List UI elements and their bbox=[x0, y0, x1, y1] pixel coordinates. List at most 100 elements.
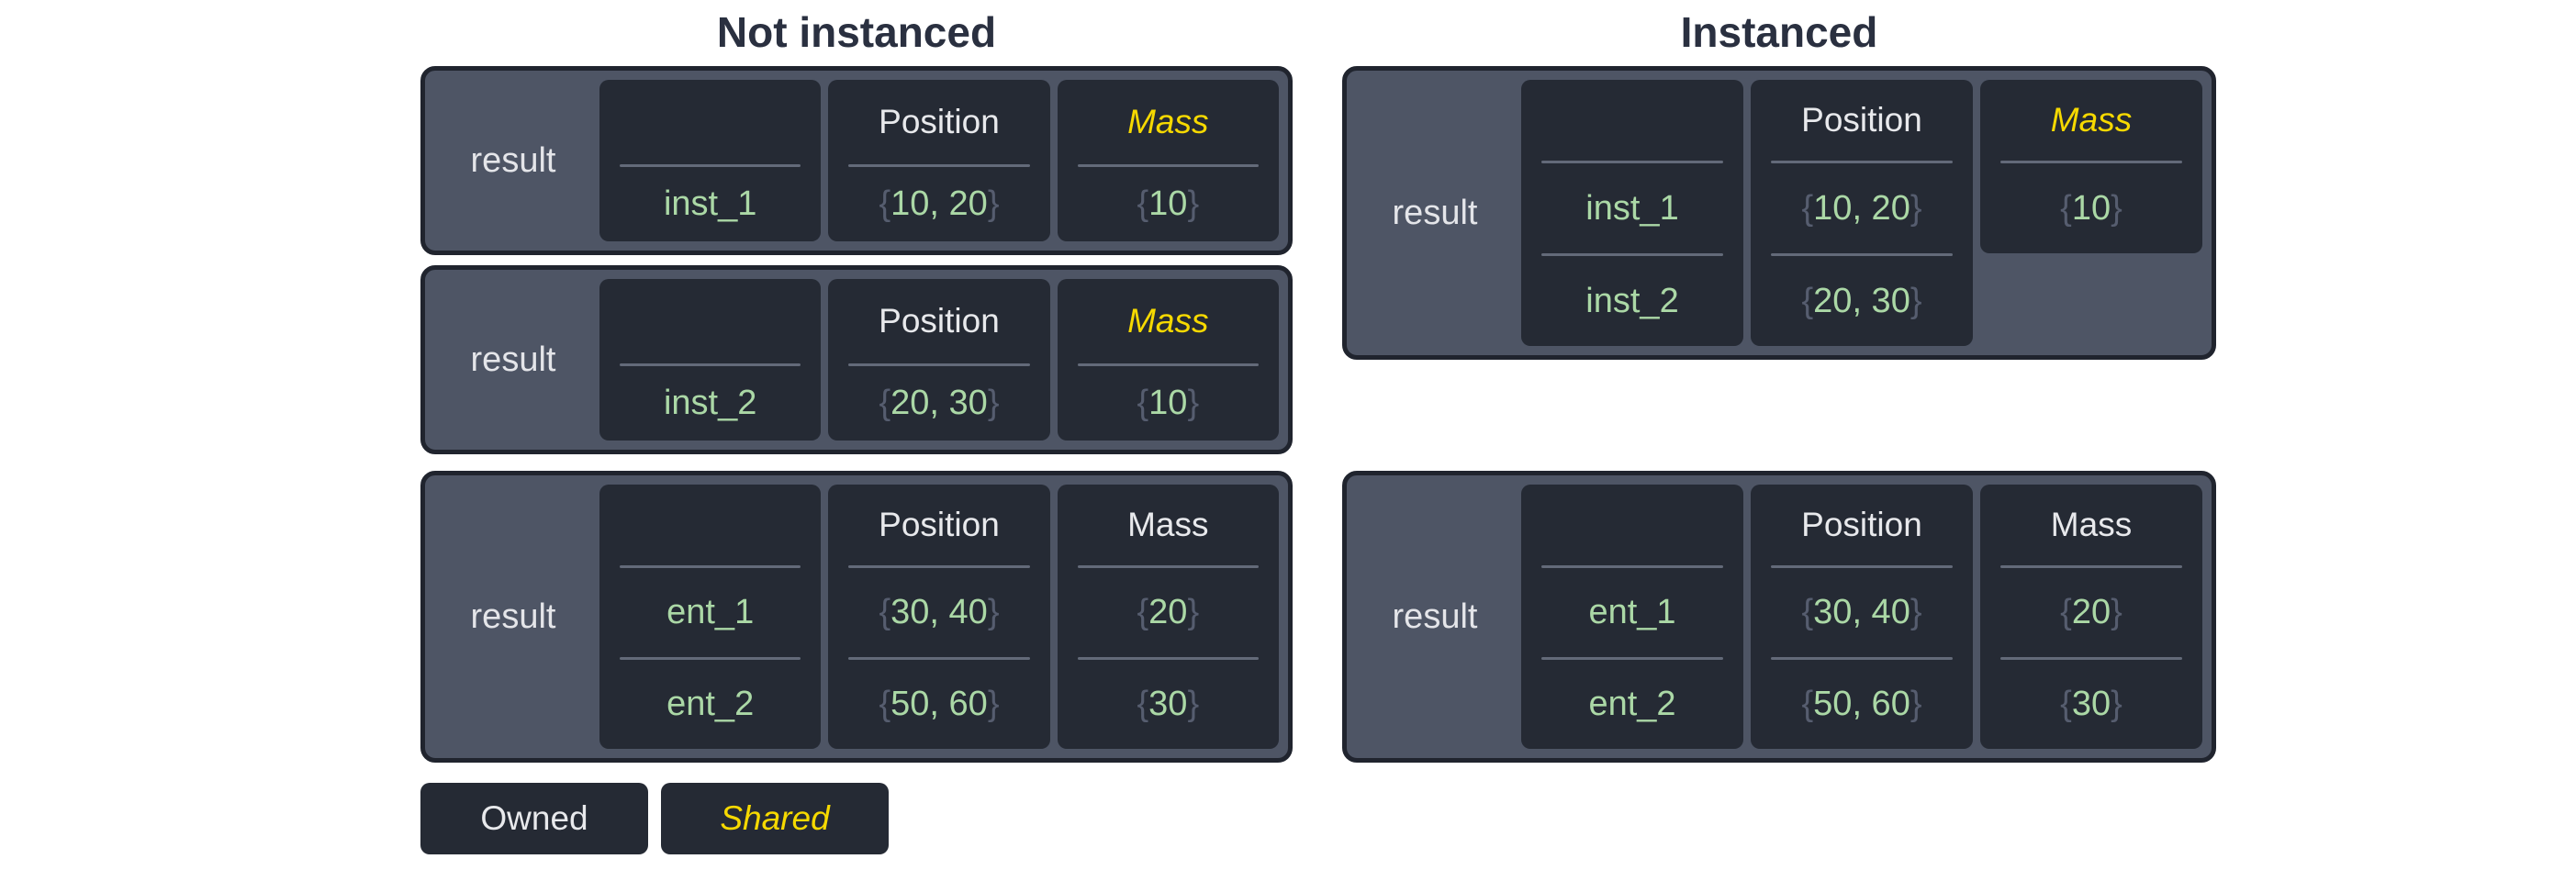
position-numbers: 20, 30 bbox=[890, 384, 988, 422]
entity-column-blank-header bbox=[1521, 485, 1743, 565]
position-value: {20, 30} bbox=[828, 366, 1049, 441]
open-brace: { bbox=[1801, 188, 1814, 228]
position-value: {10, 20} bbox=[828, 167, 1049, 241]
close-brace: } bbox=[987, 685, 1000, 723]
open-brace: { bbox=[879, 593, 891, 631]
header-divider bbox=[848, 565, 1030, 568]
close-brace: } bbox=[987, 384, 1000, 422]
header-divider bbox=[620, 565, 801, 568]
header-divider bbox=[2000, 161, 2182, 163]
legend-shared-label: Shared bbox=[720, 799, 830, 837]
entity-column-blank-header bbox=[1521, 80, 1743, 161]
mass-number: 20 bbox=[1148, 593, 1188, 631]
position-numbers: 10, 20 bbox=[890, 184, 988, 223]
header-divider bbox=[1077, 164, 1259, 167]
header-divider bbox=[1771, 161, 1953, 163]
mass-column-shared: Mass {10} bbox=[1980, 80, 2202, 253]
row-divider bbox=[1541, 253, 1723, 256]
row-divider bbox=[2000, 657, 2182, 660]
open-brace: { bbox=[1801, 685, 1814, 723]
legend-owned-chip: Owned bbox=[420, 783, 648, 854]
header-divider bbox=[2000, 565, 2182, 568]
table-not-instanced-inst2: result inst_2 Position {20, 30} Mass {10… bbox=[420, 265, 1293, 454]
legend-owned-label: Owned bbox=[480, 799, 588, 837]
entity-name: ent_1 bbox=[1588, 593, 1676, 631]
legend-shared-chip: Shared bbox=[661, 783, 889, 854]
result-label: result bbox=[1392, 193, 1478, 232]
position-header: Position bbox=[879, 302, 1000, 340]
mass-column: Mass {20} {30} bbox=[1980, 485, 2202, 749]
position-numbers: 20, 30 bbox=[1813, 281, 1910, 320]
instanced-title: Instanced bbox=[1680, 8, 1878, 56]
result-label: result bbox=[1392, 597, 1478, 636]
close-brace: } bbox=[2111, 685, 2122, 723]
close-brace: } bbox=[2111, 188, 2122, 228]
close-brace: } bbox=[1910, 593, 1922, 631]
position-value: {50, 60} bbox=[1751, 660, 1973, 749]
open-brace: { bbox=[1137, 184, 1149, 223]
result-label: result bbox=[470, 340, 556, 379]
position-header: Position bbox=[1801, 101, 1922, 139]
position-numbers: 30, 40 bbox=[890, 593, 988, 631]
open-brace: { bbox=[1137, 384, 1149, 422]
position-value: {50, 60} bbox=[828, 660, 1049, 749]
entity-name: inst_1 bbox=[663, 184, 757, 223]
mass-value: {10} bbox=[1058, 167, 1279, 241]
close-brace: } bbox=[1910, 685, 1922, 723]
position-value: {10, 20} bbox=[1751, 163, 1973, 253]
position-numbers: 30, 40 bbox=[1813, 593, 1910, 631]
mass-value: {30} bbox=[1980, 660, 2202, 749]
entity-column: inst_1 bbox=[599, 80, 822, 241]
entity-name: ent_2 bbox=[666, 685, 755, 723]
position-numbers: 50, 60 bbox=[890, 685, 988, 723]
mass-header: Mass bbox=[1127, 506, 1209, 543]
close-brace: } bbox=[1910, 188, 1922, 228]
position-column: Position {20, 30} bbox=[828, 279, 1050, 441]
mass-value: {20} bbox=[1980, 568, 2202, 657]
close-brace: } bbox=[1187, 384, 1200, 422]
close-brace: } bbox=[987, 593, 1000, 631]
entity-column-blank-header bbox=[599, 485, 821, 565]
close-brace: } bbox=[1187, 593, 1200, 631]
header-divider bbox=[848, 164, 1030, 167]
mass-column: Mass {10} bbox=[1057, 80, 1279, 241]
position-header: Position bbox=[1801, 506, 1922, 543]
position-column: Position {10, 20} {20, 30} bbox=[1751, 80, 1973, 346]
open-brace: { bbox=[1801, 281, 1814, 320]
header-divider bbox=[1077, 565, 1259, 568]
open-brace: { bbox=[1801, 593, 1814, 631]
mass-column: Mass {20} {30} bbox=[1057, 485, 1279, 749]
row-divider bbox=[1541, 657, 1723, 660]
close-brace: } bbox=[1187, 184, 1200, 223]
close-brace: } bbox=[2111, 593, 2122, 631]
header-divider bbox=[1541, 565, 1723, 568]
position-value: {20, 30} bbox=[1751, 256, 1973, 346]
mass-value: {10} bbox=[1058, 366, 1279, 441]
mass-number: 20 bbox=[2071, 593, 2111, 631]
mass-number: 30 bbox=[1148, 685, 1188, 723]
mass-value: {10} bbox=[1980, 163, 2202, 253]
mass-column: Mass {10} bbox=[1057, 279, 1279, 441]
header-divider bbox=[620, 164, 801, 167]
mass-header-shared: Mass bbox=[1127, 103, 1209, 140]
position-header: Position bbox=[879, 103, 1000, 140]
row-divider bbox=[620, 657, 801, 660]
entity-column: ent_1 ent_2 bbox=[1521, 485, 1743, 749]
open-brace: { bbox=[879, 184, 891, 223]
mass-number: 10 bbox=[1148, 384, 1188, 422]
table-not-instanced-inst1: result inst_1 Position {10, 20} Mass {10… bbox=[420, 66, 1293, 255]
position-header: Position bbox=[879, 506, 1000, 543]
header-divider bbox=[1771, 565, 1953, 568]
open-brace: { bbox=[1137, 685, 1149, 723]
close-brace: } bbox=[1187, 685, 1200, 723]
open-brace: { bbox=[879, 685, 891, 723]
entity-name: inst_2 bbox=[1585, 281, 1679, 320]
open-brace: { bbox=[2060, 685, 2072, 723]
position-value: {30, 40} bbox=[1751, 568, 1973, 657]
mass-number: 10 bbox=[1148, 184, 1188, 223]
position-column: Position {30, 40} {50, 60} bbox=[1751, 485, 1973, 749]
entity-name: inst_1 bbox=[1585, 188, 1679, 228]
row-divider bbox=[1077, 657, 1259, 660]
mass-number: 30 bbox=[2071, 685, 2111, 723]
entity-column-blank-header bbox=[599, 80, 821, 164]
